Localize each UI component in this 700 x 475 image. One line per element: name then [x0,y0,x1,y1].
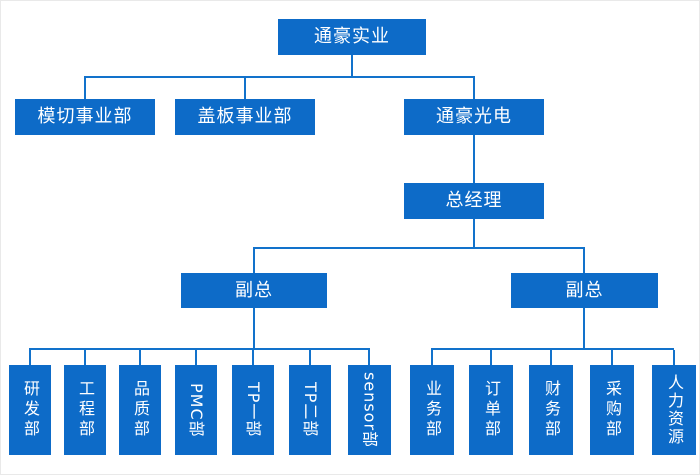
node-tonghao-industry: 通豪实业 [278,19,426,55]
node-dept-tp1: TP一部 [232,365,274,455]
node-dept-tp2: TP二部 [289,365,331,455]
node-cover-plate-division: 盖板事业部 [175,99,315,135]
node-dept-pmc: PMC部 [175,365,217,455]
node-dept-quality: 品质部 [119,365,161,455]
node-dept-orders: 订单部 [469,365,513,455]
connector-drop-sensor [368,350,370,365]
connector-drop-pmc [195,350,197,365]
connector-vgm-horizontal [253,247,585,249]
connector-drop-engineering [84,350,86,365]
connector-vgm-right-down [583,308,585,348]
dept-label: TP二部 [301,382,320,438]
node-dept-sensor: sensor部 [348,365,391,455]
node-dept-sales: 业务部 [410,365,454,455]
connector-drop-tp2 [309,350,311,365]
node-dept-engineering: 工程部 [64,365,106,455]
dept-label: 采购部 [603,380,622,440]
connector-vgm-left-down [253,308,255,348]
node-dept-rd: 研发部 [9,365,51,455]
dept-label: 人力资源 [665,374,684,446]
dept-label: sensor部 [360,371,380,449]
node-general-manager: 总经理 [404,183,544,219]
connector-drop-rd [29,350,31,365]
connector-drop-sales [431,350,433,365]
connector-drop-vgm-right [583,249,585,273]
connector-drop-gaiban [244,78,246,99]
dept-label: 研发部 [21,380,40,440]
connector-drop-tp1 [252,350,254,365]
connector-gm-down [473,219,475,247]
connector-drop-orders [490,350,492,365]
connector-drop-finance [550,350,552,365]
dept-label: 业务部 [423,380,442,440]
dept-label: 财务部 [542,380,561,440]
node-vice-gm-right: 副总 [511,273,658,308]
node-dept-hr: 人力资源 [652,365,696,455]
connector-drop-hr [673,350,675,365]
dept-label: 订单部 [482,380,501,440]
dept-label: 工程部 [76,380,95,440]
node-dept-finance: 财务部 [529,365,573,455]
connector-right-depts-horizontal [431,348,674,350]
connector-drop-vgm-left [253,249,255,273]
connector-drop-moqie [84,78,86,99]
connector-level2-horizontal [84,76,475,78]
connector-left-depts-horizontal [29,348,370,350]
node-die-cutting-division: 模切事业部 [15,99,155,135]
dept-label: TP一部 [244,382,263,438]
connector-drop-quality [139,350,141,365]
connector-root-down [351,55,353,76]
dept-label: 品质部 [131,380,150,440]
connector-drop-purchasing [611,350,613,365]
dept-label: PMC部 [187,382,206,438]
connector-guangdian-gm [473,135,475,183]
node-dept-purchasing: 采购部 [590,365,634,455]
node-vice-gm-left: 副总 [181,273,327,308]
connector-drop-guangdian [473,78,475,99]
node-tonghao-optoelectronics: 通豪光电 [404,99,544,135]
